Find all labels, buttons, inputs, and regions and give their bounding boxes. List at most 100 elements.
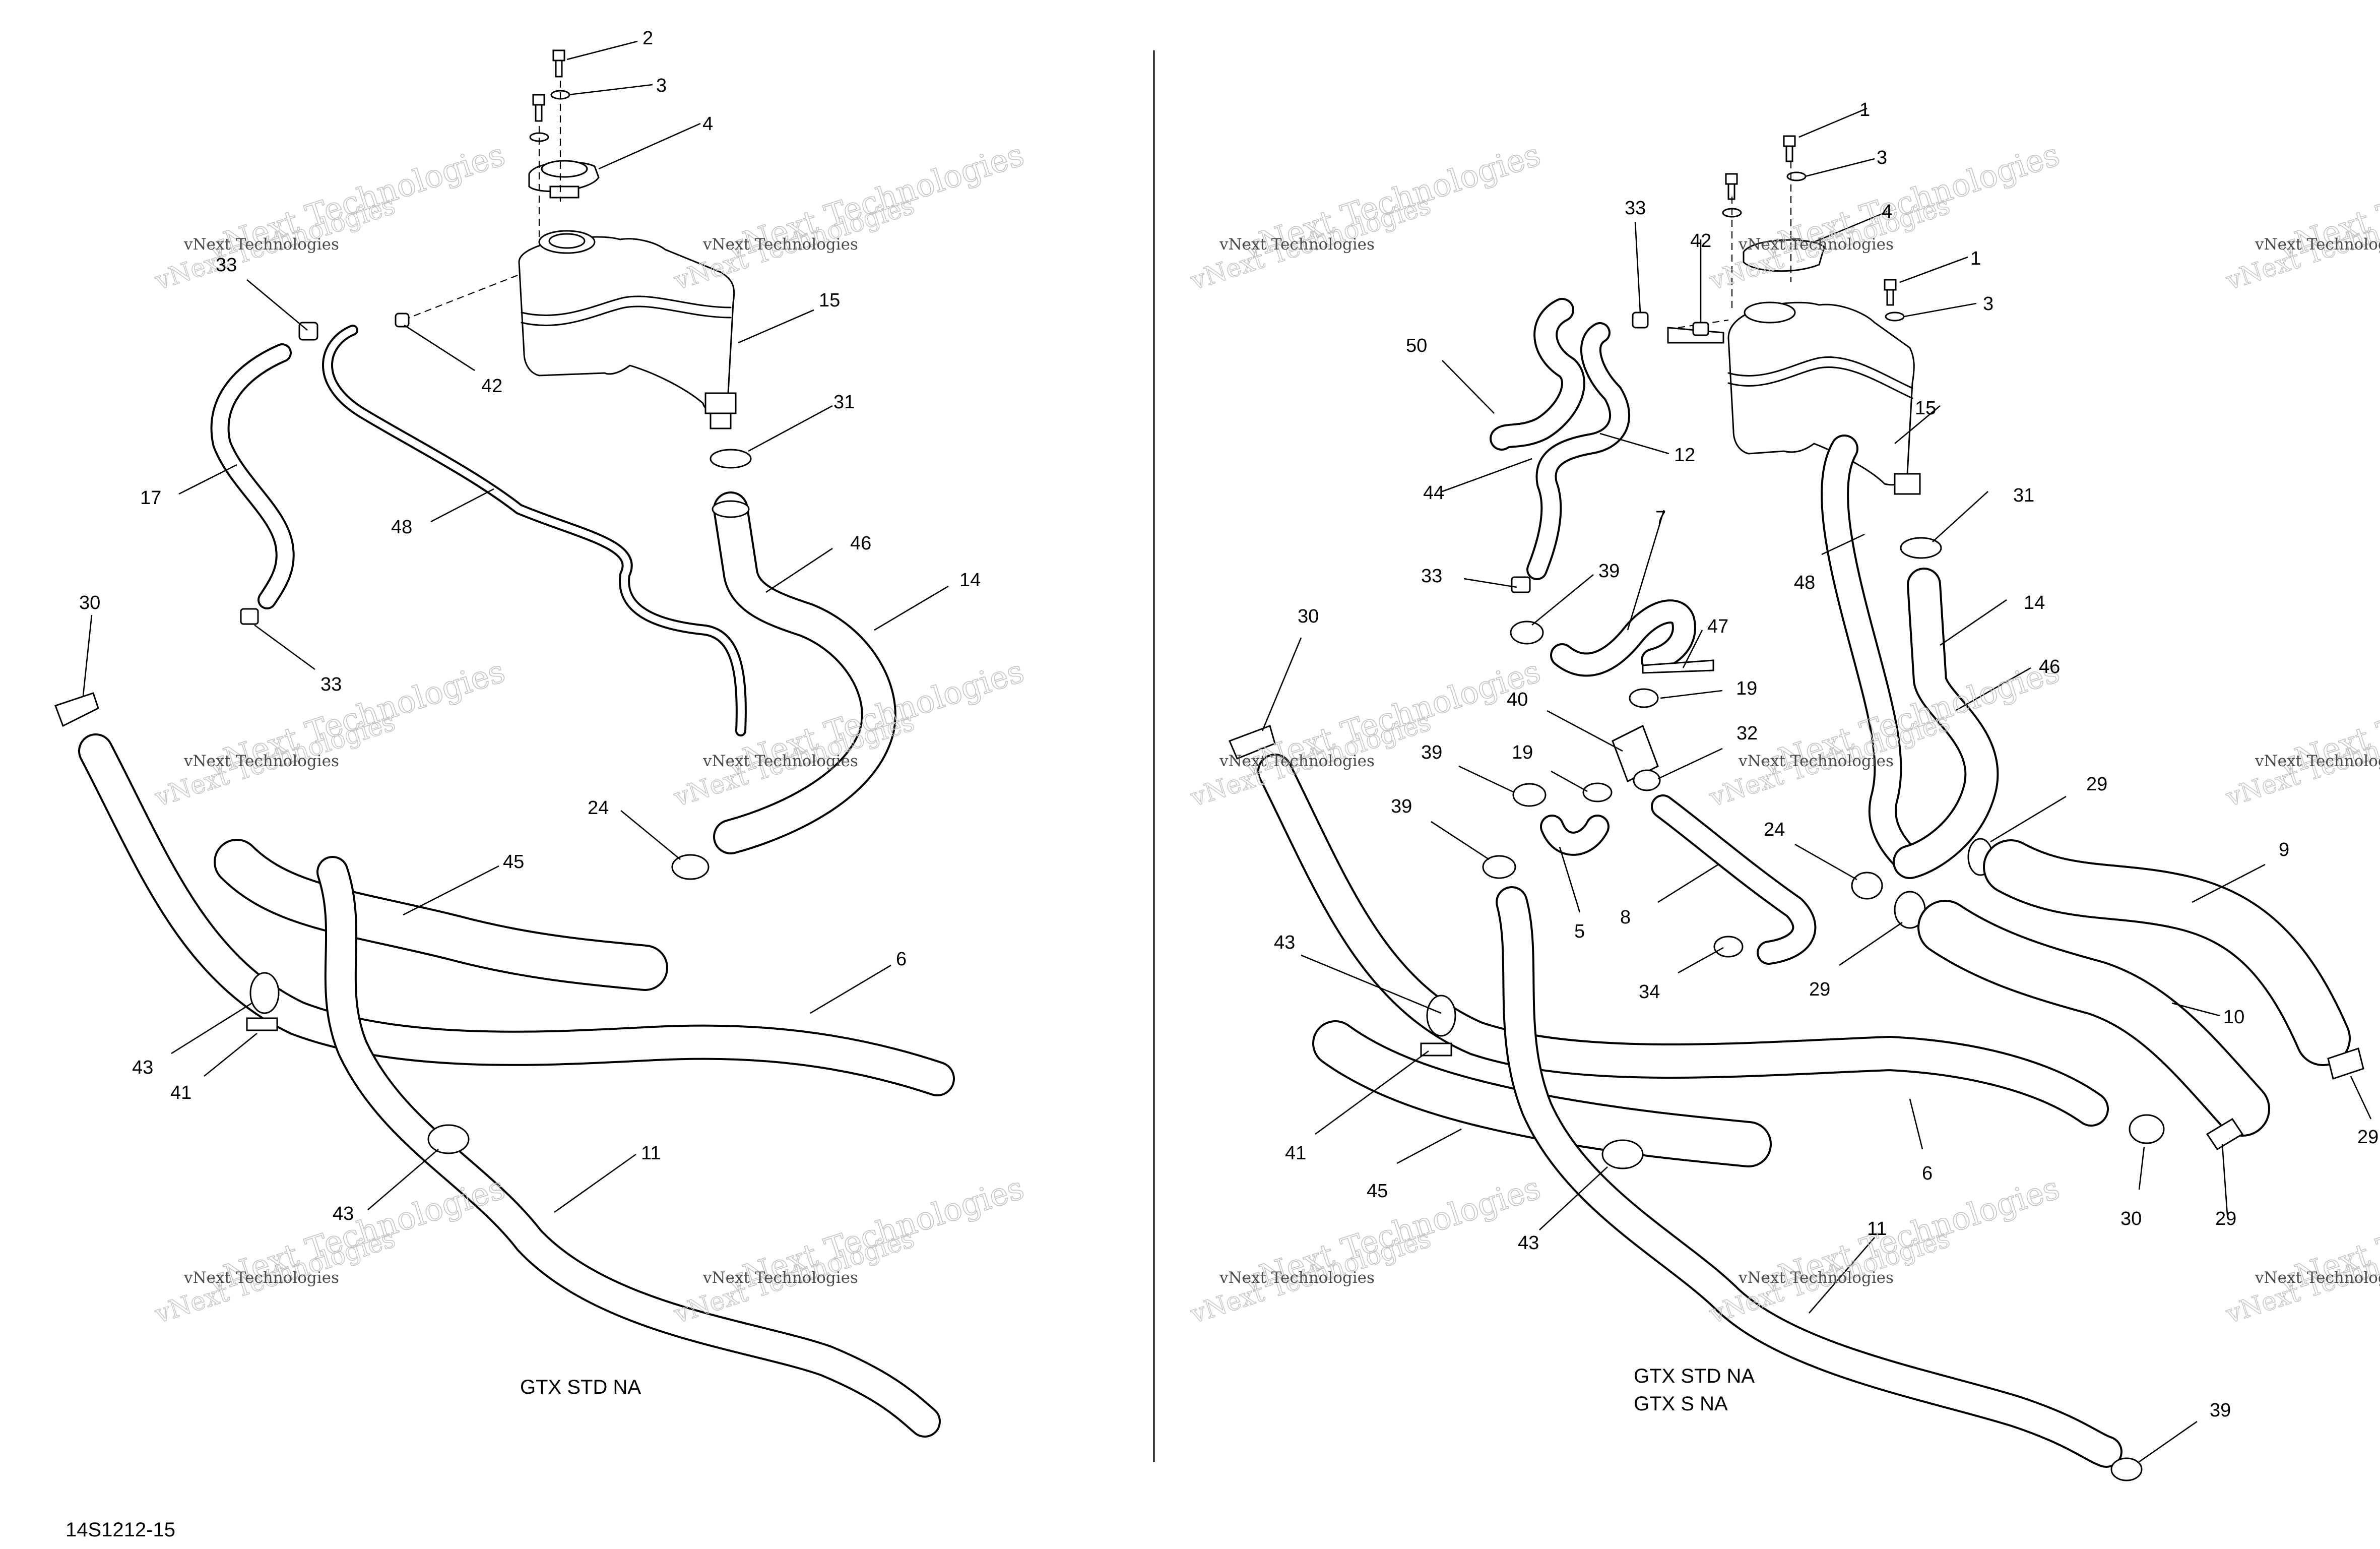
- fitting-icon: [1511, 312, 1724, 593]
- part-label: 32: [1736, 723, 1758, 744]
- clamp-34-icon: [1713, 936, 1744, 958]
- left-panel-drawing: [54, 49, 955, 1438]
- part-label: 19: [1736, 678, 1757, 699]
- clamp-30-icon: [2129, 1114, 2165, 1144]
- part-label: 41: [1285, 1143, 1306, 1164]
- part-label: 7: [1655, 508, 1666, 529]
- part-label: 5: [1574, 921, 1585, 942]
- reservoir-cap-icon: [1743, 239, 1825, 272]
- spring-clamp-31-icon: [710, 449, 752, 469]
- coolant-reservoir-icon: [518, 230, 737, 429]
- part-label: 8: [1620, 907, 1631, 928]
- svg-text:vNext Technologies: vNext Technologies: [183, 752, 339, 770]
- part-label: 2: [642, 28, 653, 49]
- part-label: 50: [1406, 335, 1427, 356]
- watermark: vNext Technologies vNext Technologies vN…: [1186, 136, 1545, 296]
- svg-text:vNext Technologies: vNext Technologies: [2255, 752, 2380, 770]
- part-label: 46: [850, 533, 871, 554]
- connector-30-icon: [54, 692, 99, 727]
- watermark: vNext Technologies vNext Technologies vN…: [1186, 1169, 1545, 1330]
- watermark: vNext Technologies vNext Technologies vN…: [2222, 1169, 2380, 1330]
- part-label: 42: [1690, 230, 1711, 252]
- part-label: 14: [959, 570, 981, 591]
- part-label: 33: [1421, 566, 1442, 587]
- svg-text:vNext Technologies: vNext Technologies: [2255, 1269, 2380, 1287]
- part-label: 3: [1983, 293, 1993, 315]
- clamp-24-icon: [671, 854, 710, 880]
- watermark: vNext Technologies vNext Technologies vN…: [2222, 652, 2380, 813]
- part-label: 39: [1421, 742, 1442, 763]
- svg-text:vNext Technologies: vNext Technologies: [1738, 752, 1894, 770]
- leader-lines: [82, 40, 2372, 1463]
- watermark: vNext Technologies vNext Technologies vN…: [2222, 136, 2380, 296]
- clamp-32-icon: [1633, 769, 1661, 791]
- svg-text:vNext Technologies: vNext Technologies: [1219, 1269, 1375, 1287]
- watermark: vNext Technologies vNext Technologies vN…: [670, 1169, 1028, 1330]
- part-label: 11: [641, 1143, 661, 1164]
- part-label: 43: [1274, 932, 1295, 953]
- part-label: 31: [2013, 485, 2034, 506]
- part-label: 29: [2357, 1127, 2378, 1148]
- right-panel-caption-line-2: GTX S NA: [1634, 1393, 1728, 1415]
- part-label: 31: [833, 392, 855, 413]
- hose-7-icon: [1550, 599, 1714, 677]
- screw-icon: [532, 49, 565, 122]
- part-label: 48: [1794, 572, 1815, 593]
- part-label: 44: [1423, 482, 1444, 504]
- part-label: 30: [2120, 1208, 2142, 1229]
- hose-10-icon: [1917, 900, 2270, 1137]
- coolant-reservoir-icon: [1727, 301, 1921, 495]
- part-label: 4: [1882, 201, 1892, 222]
- clamp-43-icon: [246, 972, 470, 1154]
- part-label: 40: [1507, 689, 1528, 710]
- part-label: 39: [1391, 796, 1412, 817]
- svg-text:vNext Technologies: vNext Technologies: [702, 1269, 858, 1287]
- part-label: 29: [2215, 1208, 2236, 1229]
- part-label: 43: [132, 1057, 153, 1078]
- watermark: vNext Technologies vNext Technologies vN…: [1705, 1169, 2064, 1330]
- diagram-id: 14S1212-15: [66, 1519, 175, 1541]
- svg-text:vNext Technologies: vNext Technologies: [702, 235, 858, 254]
- connector-30-icon: [1229, 725, 1276, 760]
- part-label: 6: [896, 949, 907, 970]
- svg-text:vNext Technologies: vNext Technologies: [183, 1269, 339, 1287]
- part-label: 19: [1512, 742, 1533, 763]
- svg-text:vNext Technologies: vNext Technologies: [1738, 235, 1894, 254]
- part-label: 12: [1674, 445, 1695, 466]
- svg-text:vNext Technologies: vNext Technologies: [1219, 235, 1375, 254]
- spring-clamp-31-icon: [1900, 537, 1942, 559]
- hose-6-icon: [78, 733, 955, 1096]
- part-label: 29: [2086, 774, 2107, 795]
- clamp-39-icon: [2110, 1457, 2143, 1481]
- watermark: vNext Technologies vNext Technologies vN…: [1186, 652, 1545, 813]
- part-label: 3: [1877, 147, 1887, 168]
- part-label: 3: [656, 75, 667, 96]
- part-label: 43: [1518, 1232, 1539, 1254]
- hose-9-icon: [1983, 839, 2351, 1066]
- part-label: 39: [1598, 561, 1620, 582]
- right-panel-caption-line-1: GTX STD NA: [1634, 1365, 1755, 1387]
- part-label: 24: [588, 797, 609, 819]
- part-label: 30: [79, 592, 100, 613]
- hose-12-icon: [1526, 322, 1631, 580]
- part-label: 45: [1367, 1181, 1388, 1202]
- part-label: 1: [1970, 248, 1981, 269]
- part-label: 29: [1809, 979, 1830, 1000]
- clamp-19-icon: [1629, 688, 1659, 708]
- part-label: 43: [333, 1203, 354, 1224]
- watermark: vNext Technologies vNext Technologies vN…: [670, 136, 1028, 296]
- washer-icon: [1722, 171, 1905, 322]
- part-label: 4: [702, 113, 713, 135]
- hose-11-icon: [316, 856, 941, 1438]
- clamp-39-icon: [1482, 855, 1516, 879]
- part-label: 30: [1298, 606, 1319, 627]
- hose-14-icon: [712, 491, 896, 854]
- part-label: 10: [2223, 1007, 2244, 1028]
- screw-icon: [1725, 135, 1897, 306]
- part-label: 41: [170, 1082, 191, 1103]
- clamp-43-icon: [1420, 995, 1644, 1169]
- clamp-19-icon: [1582, 782, 1613, 802]
- part-label: 33: [1625, 198, 1646, 219]
- hose-8-icon: [1651, 794, 1817, 965]
